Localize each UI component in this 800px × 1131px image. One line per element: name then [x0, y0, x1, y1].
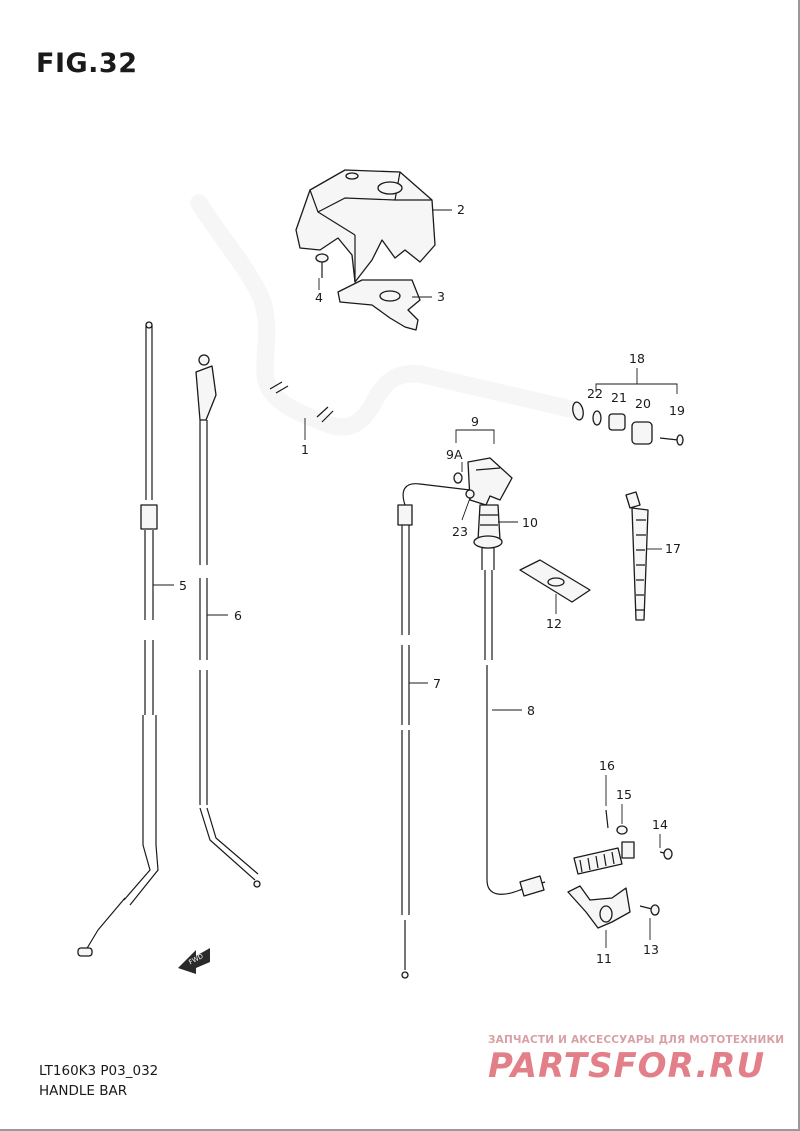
- callout-11: 11: [596, 951, 612, 966]
- callout-6: 6: [234, 608, 242, 623]
- callout-10: 10: [522, 515, 538, 530]
- bracket-set: [567, 809, 673, 929]
- callout-3: 3: [437, 289, 445, 304]
- screw-4: [315, 253, 329, 278]
- watermark-tagline: ЗАПЧАСТИ И АКСЕССУАРЫ ДЛЯ МОТОТЕХНИКИ: [488, 1034, 785, 1046]
- callout-12: 12: [546, 616, 562, 631]
- callout-17: 17: [665, 541, 681, 556]
- callout-13: 13: [643, 942, 659, 957]
- handlebar: [190, 194, 584, 436]
- callout-labels: 2 3 4 1 5 6 7 8 9 9A 10 23 12 17 18 22 2…: [179, 202, 685, 966]
- callout-23: 23: [452, 524, 468, 539]
- watermark-brand: PARTSFOR.RU: [488, 1046, 766, 1086]
- section-name: HANDLE BAR: [39, 1083, 128, 1099]
- callout-9a: 9A: [446, 447, 463, 462]
- callout-15: 15: [616, 787, 632, 802]
- callout-21: 21: [611, 390, 627, 405]
- callout-2: 2: [457, 202, 465, 217]
- cable-5: [77, 321, 159, 957]
- callout-16: 16: [599, 758, 615, 773]
- choke-lever-assembly: [453, 457, 513, 570]
- cable-8: [484, 570, 635, 897]
- callout-19: 19: [669, 403, 685, 418]
- callout-5: 5: [179, 578, 187, 593]
- cable-6: [195, 354, 261, 888]
- callout-22: 22: [587, 386, 603, 401]
- handlebar-cover: [295, 169, 436, 283]
- model-code: LT160K3 P03_032: [39, 1063, 159, 1079]
- cable-7: [397, 483, 471, 979]
- callout-1: 1: [301, 442, 309, 457]
- leader-lines: [153, 209, 678, 948]
- fwd-arrow: FWD: [178, 948, 210, 974]
- callout-18: 18: [629, 351, 645, 366]
- callout-9: 9: [471, 414, 479, 429]
- callout-14: 14: [652, 817, 668, 832]
- callout-7: 7: [433, 676, 441, 691]
- callout-20: 20: [635, 396, 651, 411]
- handlebar-end-set: [592, 410, 684, 446]
- holder-plate: [337, 279, 421, 331]
- callout-4: 4: [315, 290, 323, 305]
- plate-12: [519, 559, 591, 603]
- cable-tie: [625, 491, 649, 621]
- callout-8: 8: [527, 703, 535, 718]
- figure-title: FIG.32: [36, 48, 138, 79]
